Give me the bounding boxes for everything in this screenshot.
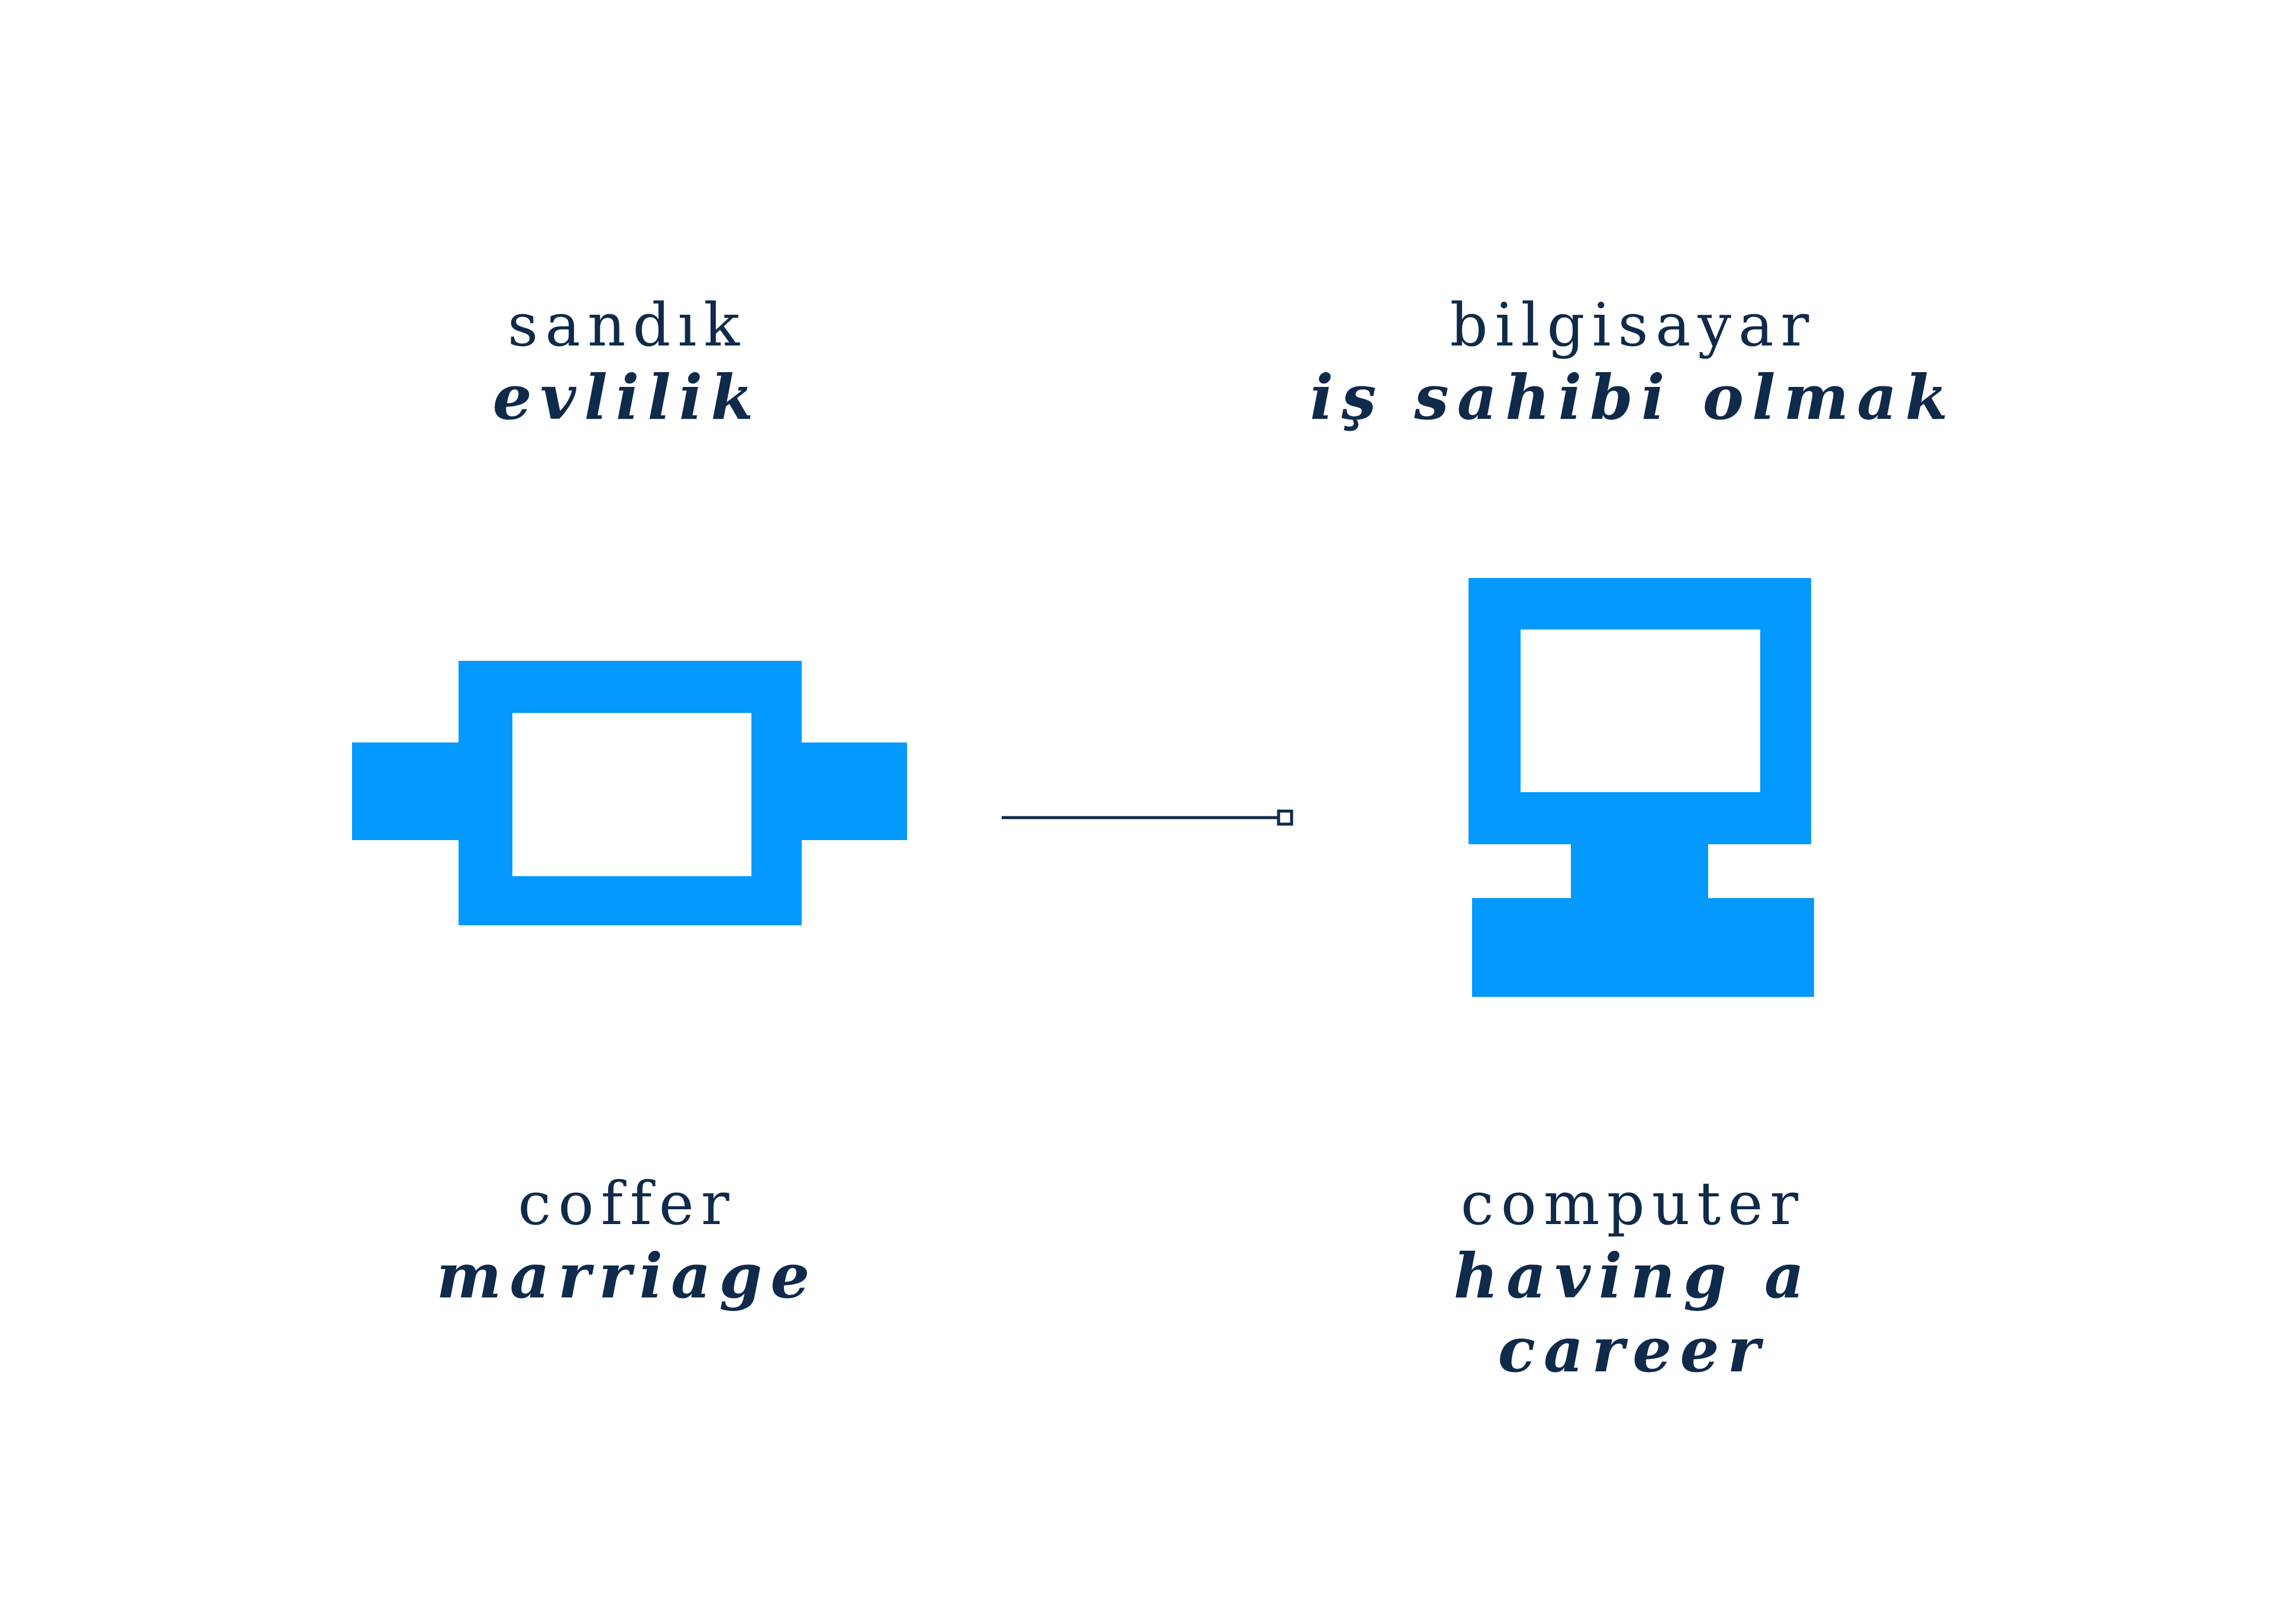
computer-turkish-label-group: bilgisayar iş sahibi olmak — [1308, 290, 1958, 435]
connector-end-handle — [1277, 809, 1293, 826]
coffer-icon — [352, 661, 907, 925]
computer-stand — [1571, 843, 1708, 899]
computer-english-label-group: computer having a career — [1308, 1168, 1958, 1387]
coffer-left-handle — [352, 742, 460, 840]
computer-english-meaning: having a career — [1453, 1239, 1813, 1386]
computer-turkish-word: bilgisayar — [1450, 290, 1816, 360]
coffer-english-word: coffer — [518, 1169, 737, 1238]
connector-line — [1002, 809, 1293, 826]
computer-screen — [1521, 629, 1760, 792]
computer-turkish-meaning: iş sahibi olmak — [1309, 361, 1957, 434]
computer-icon — [1469, 578, 1814, 997]
coffer-inner-panel — [512, 713, 751, 876]
coffer-turkish-word: sandık — [508, 290, 747, 360]
coffer-english-meaning: marriage — [436, 1239, 818, 1312]
computer-base — [1472, 898, 1814, 997]
coffer-turkish-label-group: sandık evlilik — [302, 290, 953, 435]
coffer-right-handle — [801, 742, 907, 840]
coffer-english-label-group: coffer marriage — [302, 1168, 953, 1313]
coffer-turkish-meaning: evlilik — [492, 361, 762, 434]
computer-english-word: computer — [1460, 1169, 1806, 1238]
